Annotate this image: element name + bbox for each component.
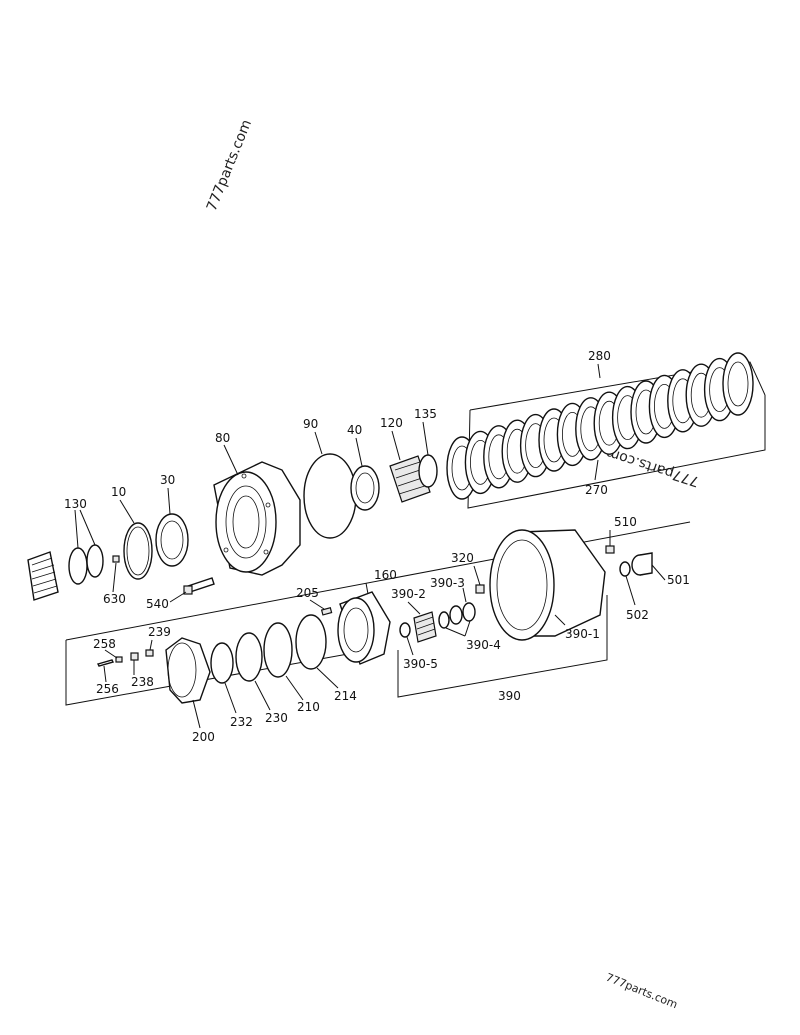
seal-230: [235, 632, 263, 682]
label-390-2: 390-2: [391, 587, 426, 601]
cover-200: [165, 637, 211, 704]
label-280: 280: [588, 349, 611, 363]
label-10: 10: [111, 485, 126, 499]
plug-501: [631, 552, 653, 576]
spring-238: [130, 652, 139, 661]
ring-390-3: [449, 602, 476, 625]
washer-320: [475, 584, 485, 594]
watermark-top: 777parts.com: [204, 117, 255, 213]
label-30: 30: [160, 473, 175, 487]
seal-ring-10: [123, 522, 153, 580]
ring-390-4: [438, 611, 450, 629]
label-502: 502: [626, 608, 649, 622]
label-390-1: 390-1: [565, 627, 600, 641]
seal-30: [155, 513, 189, 567]
ring-130: [68, 544, 104, 585]
label-214: 214: [334, 689, 357, 703]
watermark-bottom: 777parts.com: [604, 971, 680, 1012]
label-390-4: 390-4: [466, 638, 501, 652]
drum-390-1: [489, 529, 606, 641]
label-540: 540: [146, 597, 169, 611]
pin-256: [96, 659, 115, 667]
pin-630: [112, 555, 120, 563]
spring-239: [145, 649, 154, 657]
clutch-plate-stack: [446, 352, 754, 500]
seal-210: [263, 622, 293, 678]
bearing-40: [350, 465, 380, 511]
carrier-80: [213, 461, 301, 576]
bolt-540: [183, 577, 215, 595]
label-256: 256: [96, 682, 119, 696]
label-80: 80: [215, 431, 230, 445]
group-390-bracket: [397, 595, 608, 698]
label-160: 160: [374, 568, 397, 582]
label-320: 320: [451, 551, 474, 565]
label-230: 230: [265, 711, 288, 725]
ring-135: [418, 454, 438, 488]
label-135: 135: [414, 407, 437, 421]
label-90: 90: [303, 417, 318, 431]
label-210: 210: [297, 700, 320, 714]
label-130: 130: [64, 497, 87, 511]
leader-lines: [74, 363, 666, 729]
pin-205: [320, 607, 333, 616]
ring-232: [210, 642, 234, 684]
label-239: 239: [148, 625, 171, 639]
seal-214: [295, 614, 327, 670]
label-390: 390: [498, 689, 521, 703]
label-232: 232: [230, 715, 253, 729]
label-258: 258: [93, 637, 116, 651]
label-390-5: 390-5: [403, 657, 438, 671]
label-270: 270: [585, 483, 608, 497]
ring-502: [619, 561, 631, 577]
callout-labels: 280 270 135 120 40 90 80 30 10 130 630 5…: [64, 349, 690, 744]
clutch-plate-bore: [727, 361, 749, 407]
gear-assembly-left: [27, 551, 59, 601]
ball-258: [115, 656, 123, 663]
piston-160: [337, 591, 391, 665]
label-510: 510: [614, 515, 637, 529]
label-200: 200: [192, 730, 215, 744]
spring-390-2: [413, 611, 437, 643]
label-238: 238: [131, 675, 154, 689]
watermark-middle: 777parts.com: [604, 444, 701, 489]
label-120: 120: [380, 416, 403, 430]
ring-390-5: [399, 622, 411, 638]
stud-510: [605, 545, 615, 554]
label-40: 40: [347, 423, 362, 437]
label-390-3: 390-3: [430, 576, 465, 590]
label-630: 630: [103, 592, 126, 606]
label-205: 205: [296, 586, 319, 600]
o-ring-90: [303, 453, 357, 539]
label-501: 501: [667, 573, 690, 587]
